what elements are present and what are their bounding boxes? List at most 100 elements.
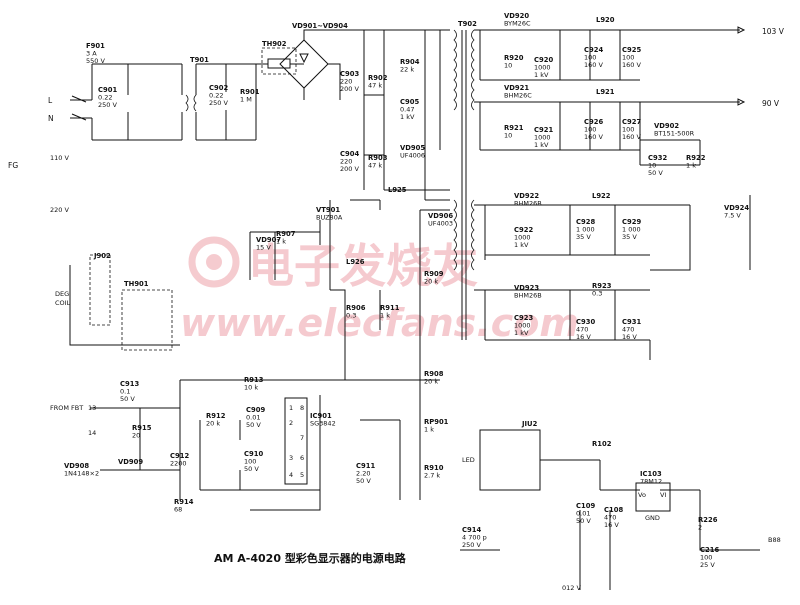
component-jiu2: JIU2 bbox=[521, 420, 538, 428]
component-c932-name: C932 bbox=[648, 154, 667, 162]
component-r909-v1: 20 k bbox=[424, 278, 438, 286]
component-c922-v2: 1 kV bbox=[514, 241, 529, 249]
component-r906-name: R906 bbox=[346, 304, 366, 312]
component-r901-v1: 1 M bbox=[240, 96, 252, 104]
ic103-vo: Vo bbox=[638, 491, 646, 499]
component-r908-name: R908 bbox=[424, 370, 444, 378]
component-ic103-name: IC103 bbox=[640, 470, 662, 478]
component-r913-v1: 10 k bbox=[244, 384, 258, 392]
component-r911-name: R911 bbox=[380, 304, 400, 312]
ic103-body bbox=[635, 482, 671, 512]
output-b88: B88 bbox=[768, 536, 781, 544]
component-r914-v1: 68 bbox=[174, 506, 182, 514]
io-labels: L N FG 110 V 220 V DEG COIL FROM FBT 13 … bbox=[8, 27, 785, 592]
component-c911-v2: 50 V bbox=[356, 477, 371, 485]
wiring bbox=[69, 26, 760, 590]
ic901-pin-6: 6 bbox=[300, 454, 304, 462]
component-c926-name: C926 bbox=[584, 118, 603, 126]
component-c109-v2: 50 V bbox=[576, 517, 591, 525]
component-c909-name: C909 bbox=[246, 406, 265, 414]
component-c910-v2: 50 V bbox=[244, 465, 259, 473]
component-r901-name: R901 bbox=[240, 88, 260, 96]
pin-14: 14 bbox=[88, 429, 96, 437]
deg-coil-label-2: COIL bbox=[55, 299, 71, 307]
component-r911-v1: 1 k bbox=[380, 312, 390, 320]
input-110v: 110 V bbox=[50, 154, 69, 162]
component-c913-v1: 0.1 bbox=[120, 388, 130, 396]
component-r102-name: R102 bbox=[592, 440, 612, 448]
component-c109-v1: 0.01 bbox=[576, 510, 590, 518]
watermark: 电子发烧友 www.elecfans.com bbox=[180, 236, 579, 345]
component-l925: L925 bbox=[388, 186, 407, 194]
component-c911-v1: 2.20 bbox=[356, 470, 370, 478]
component-c108-name: C108 bbox=[604, 506, 623, 514]
ic901-pin-3: 3 bbox=[289, 454, 293, 462]
component-r922-v1: 1 k bbox=[686, 162, 696, 170]
deg-coil-label-1: DEG bbox=[55, 290, 69, 298]
component-c923-v2: 1 kV bbox=[514, 329, 529, 337]
input-fg: FG bbox=[8, 161, 18, 170]
component-c925-v1: 100 bbox=[622, 54, 634, 62]
component-vd923-v1: BHM26B bbox=[514, 292, 542, 300]
component-c924-name: C924 bbox=[584, 46, 603, 54]
output-103v: 103 V bbox=[762, 27, 785, 36]
component-c905-name: C905 bbox=[400, 98, 419, 106]
component-rp901-v1: 1 k bbox=[424, 426, 434, 434]
component-c925-v2: 160 V bbox=[622, 61, 641, 69]
component-j902: J902 bbox=[93, 252, 111, 260]
component-c108-v1: 470 bbox=[604, 514, 616, 522]
component-r903-v1: 47 k bbox=[368, 162, 382, 170]
component-c921-name: C921 bbox=[534, 126, 553, 134]
component-c924-v1: 100 bbox=[584, 54, 596, 62]
component-c932-v1: 10 bbox=[648, 162, 656, 170]
component-c932-v2: 50 V bbox=[648, 169, 663, 177]
ic901-pin-8: 8 bbox=[300, 404, 304, 412]
component-r902-v1: 47 k bbox=[368, 82, 382, 90]
component-r920-name: R920 bbox=[504, 54, 524, 62]
component-l920-name: L920 bbox=[596, 16, 615, 24]
component-c904-name: C904 bbox=[340, 150, 359, 158]
input-l: L bbox=[48, 96, 53, 105]
component-c931-v2: 16 V bbox=[622, 333, 637, 341]
component-th902: TH902 bbox=[262, 40, 287, 48]
pin-13: 13 bbox=[88, 404, 96, 412]
component-vd902-name: VD902 bbox=[654, 122, 679, 130]
component-jiu2-name: JIU2 bbox=[521, 420, 538, 428]
component-c929-name: C929 bbox=[622, 218, 641, 226]
ic103-gnd: GND bbox=[645, 514, 660, 522]
component-c216-name: C216 bbox=[700, 546, 719, 554]
component-ic901-v1: SG3842 bbox=[310, 420, 336, 428]
component-c922-v1: 1000 bbox=[514, 234, 531, 242]
component-r903-name: R903 bbox=[368, 154, 388, 162]
component-r923-name: R923 bbox=[592, 282, 612, 290]
component-l921: L921 bbox=[596, 88, 615, 96]
watermark-cn: 电子发烧友 bbox=[248, 239, 478, 293]
component-c927-v2: 160 V bbox=[622, 133, 641, 141]
input-n: N bbox=[48, 114, 54, 123]
component-c905-v2: 1 kV bbox=[400, 113, 415, 121]
led-label: LED bbox=[462, 456, 475, 464]
component-c921-v1: 1000 bbox=[534, 134, 551, 142]
component-r908-v1: 20 k bbox=[424, 378, 438, 386]
component-r907-name: R907 bbox=[276, 230, 296, 238]
component-c903-v2: 200 V bbox=[340, 85, 359, 93]
component-c912-name: C912 bbox=[170, 452, 189, 460]
